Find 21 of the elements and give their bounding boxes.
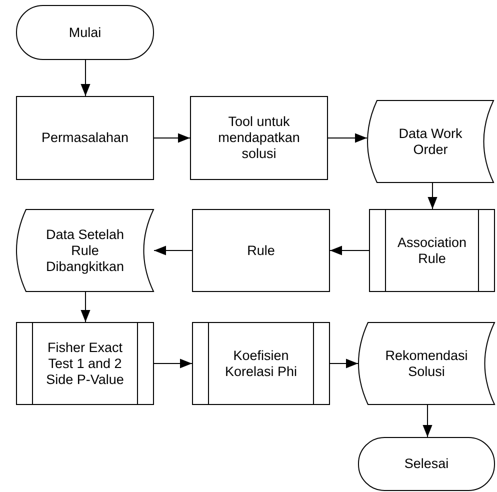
arrow [80, 292, 90, 322]
node-label: Rule [246, 242, 276, 258]
arrow [330, 246, 370, 256]
node-label: Koefisien Korelasi Phi [224, 348, 298, 380]
node-label: Data Setelah Rule Dibangkitkan [44, 226, 126, 274]
arrow [428, 182, 438, 210]
node-label: Mulai [68, 24, 102, 40]
node-label: Fisher Exact Test 1 and 2 Side P-Value [45, 340, 125, 388]
node-label: Tool untuk mendapatkan solusi [217, 114, 301, 162]
arrow [422, 404, 432, 438]
arrow [328, 133, 368, 143]
node-label: Association Rule [396, 234, 468, 266]
arrow [80, 60, 90, 96]
arrow [330, 358, 358, 368]
arrow [154, 133, 190, 143]
node-label: Selesai [403, 456, 450, 472]
node-label: Data Work Order [398, 126, 464, 158]
arrow [154, 246, 192, 256]
node-label: Rekomendasi Solusi [384, 348, 469, 380]
arrow [154, 358, 192, 368]
node-label: Permasalahan [40, 130, 130, 146]
